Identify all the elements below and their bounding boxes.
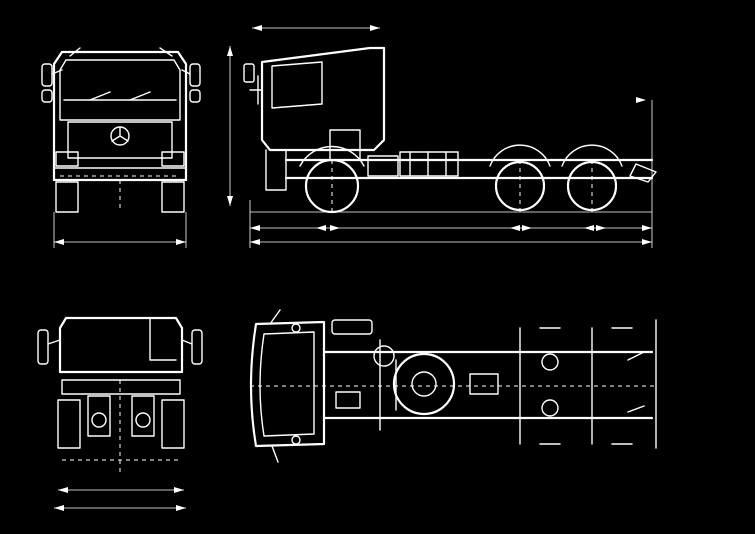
rear-window [149,317,177,361]
rear-left-wheel [57,399,81,449]
left-headlight [55,151,79,167]
top-mirrors [269,309,281,463]
right-headlight [161,151,185,167]
top-fifth-wheel [392,352,456,416]
top-cab-roof [259,331,315,437]
fifth-wheel [399,151,459,177]
fuel-tank [367,155,399,177]
rear-differential-right [131,395,155,437]
rear-left-mirror [37,329,49,365]
front-grille [67,121,173,159]
side-cab-outline [260,46,386,152]
rear-right-mirror [191,329,203,365]
side-window [271,61,323,109]
rear-view [37,316,203,511]
side-mirror [243,63,255,83]
front-view [41,47,201,248]
top-front-axle-hub [373,345,395,367]
front-left-wheel [55,181,79,213]
rear-differential-left [87,395,111,437]
cab-step [265,149,287,191]
top-view [249,309,657,463]
front-windshield [59,59,181,121]
top-driveshaft [469,373,499,395]
top-cab-outline [249,320,326,448]
rear-light [629,163,657,183]
air-intake [329,129,361,161]
rear-cab-outline [58,316,184,374]
rear-overhang-arrow [636,97,646,103]
front-bumper [53,167,187,181]
side-view [227,25,657,248]
right-mirror [189,63,201,87]
top-air-tank [331,319,373,335]
left-mirror [41,63,53,87]
rear-axle-beam [61,379,181,395]
top-battery-box [335,391,361,409]
top-chassis-rails [322,350,654,420]
rear-right-wheel [161,399,185,449]
front-cab-outline [52,50,188,182]
front-right-wheel [161,181,185,213]
front-fender [299,145,365,167]
